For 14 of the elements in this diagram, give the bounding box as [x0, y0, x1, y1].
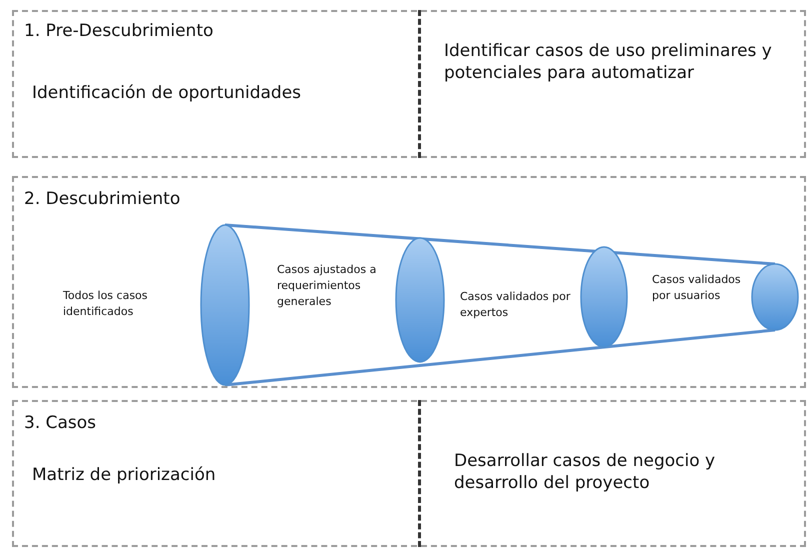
stage-label: Todos los casos identificados [63, 288, 149, 320]
dashed-panel [12, 400, 806, 547]
panel-heading: 2. Descubrimiento [24, 188, 180, 210]
panel-heading: 3. Casos [24, 412, 96, 434]
dashed-panel [12, 10, 806, 158]
stage-label: Casos validados por usuarios [652, 272, 742, 304]
stage-label: Casos ajustados a requerimientos generales [277, 262, 378, 310]
panel-heading: 1. Pre-Descubrimiento [24, 20, 214, 42]
dashed-panel [12, 176, 806, 388]
panel-text: Desarrollar casos de negocio y desarrollo del proyecto [454, 450, 716, 494]
stage-label: Casos validados por expertos [460, 289, 572, 321]
panel-text: Identificar casos de uso preliminares y potenciales para automatizar [444, 40, 773, 84]
panel-text: Matriz de priorización [32, 464, 216, 486]
panel-text: Identificación de oportunidades [32, 82, 302, 104]
